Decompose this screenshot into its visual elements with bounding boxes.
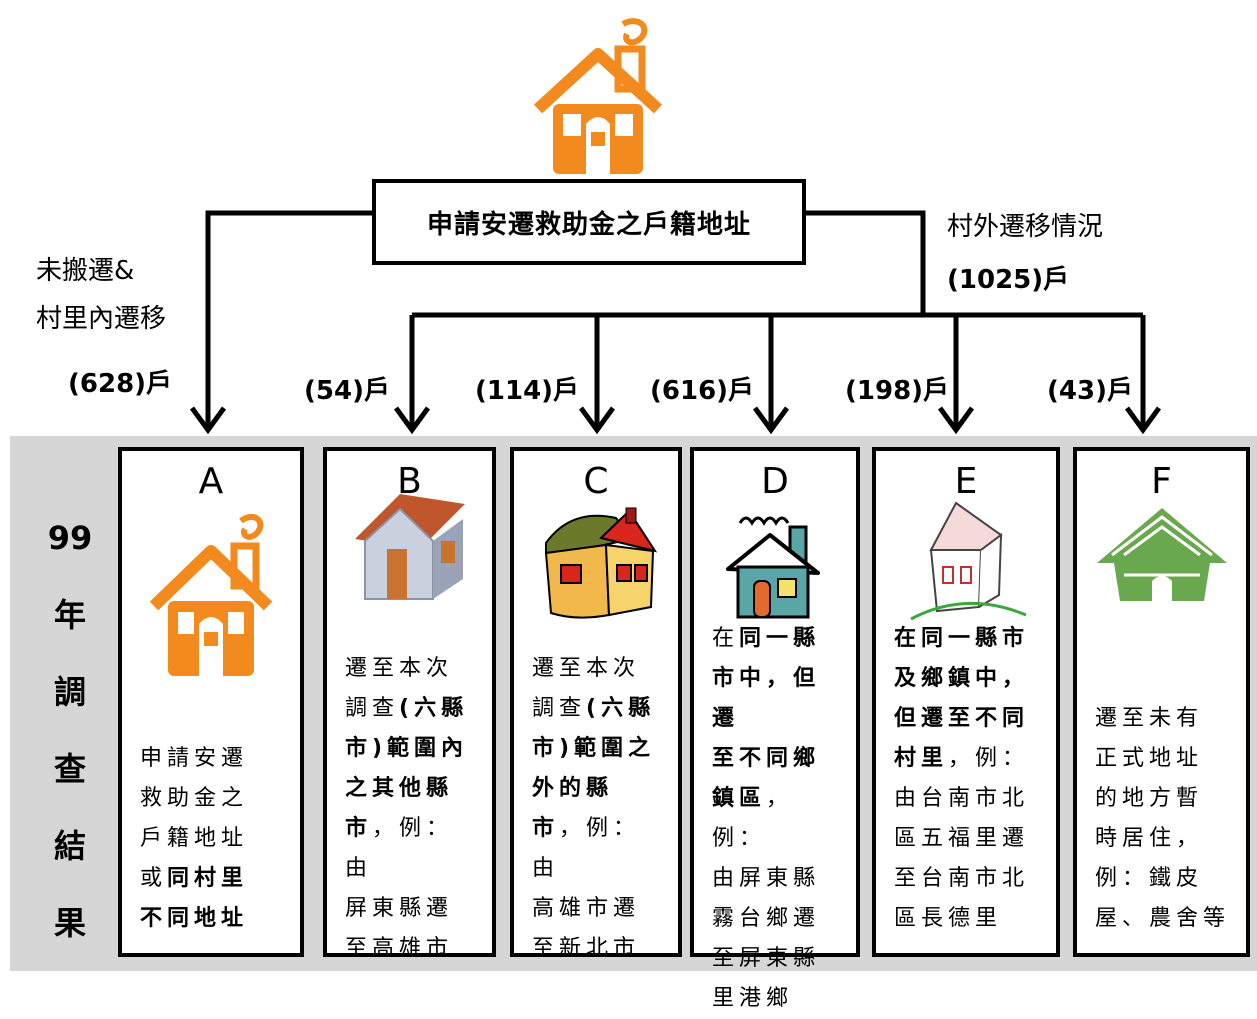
category-card-a: A 申請安遷 救助金之 戶籍地址 或同村里 不同地址 xyxy=(118,447,304,957)
right-branch-count: (1025)戶 xyxy=(947,265,1070,295)
year-label-char: 查 xyxy=(53,750,86,788)
year-label-char: 調 xyxy=(53,673,86,711)
year-label-char: 99 xyxy=(47,519,93,557)
card-description: 申請安遷 救助金之 戶籍地址 或同村里 不同地址 xyxy=(140,746,249,931)
category-card-d: D 在同一縣 市中，但遷 至不同鄉 鎮區，例： 由屏東縣 霧台鄉遷 至屏東縣 里… xyxy=(690,447,860,1011)
right-branch-label: 村外遷移情況 xyxy=(947,212,1104,242)
year-survey-label: 99 年 調 查 結 果 xyxy=(40,500,100,962)
left-branch-label-2: 村里內遷移 xyxy=(36,304,167,334)
card-description: 遷至本次 調查(六縣 市)範圍之 外的縣 市，例：由 高雄市遷 至新北市 xyxy=(532,656,656,961)
header-title-box: 申請安遷救助金之戶籍地址 xyxy=(372,179,806,265)
category-card-b: B 遷至本次 調查(六縣 市)範圍內 之其他縣 市，例：由 屏東縣遷 至高雄市 xyxy=(323,447,496,961)
card-letter: E xyxy=(954,461,978,502)
year-label-char: 結 xyxy=(53,827,86,865)
count-f: (43)戶 xyxy=(1047,376,1133,406)
card-letter: F xyxy=(1151,461,1172,502)
card-letter: A xyxy=(198,461,224,502)
sketch-house-icon xyxy=(876,495,1056,625)
top-orange-house-icon xyxy=(528,14,668,183)
card-letter: D xyxy=(761,461,789,502)
orange-house-icon xyxy=(122,506,300,681)
count-e: (198)戶 xyxy=(845,376,950,406)
left-branch-label-1: 未搬遷& xyxy=(36,256,135,286)
teal-house-icon xyxy=(694,509,856,619)
card-description: 遷至未有 正式地址 的地方暫 時居住， 例：鐵皮 屋、農舍等 xyxy=(1095,706,1231,931)
card-description: 遷至本次 調查(六縣 市)範圍內 之其他縣 市，例：由 屏東縣遷 至高雄市 xyxy=(345,656,469,961)
connector-lines xyxy=(189,210,1162,435)
green-hut-icon xyxy=(1077,503,1246,603)
category-card-e: E 在同一縣市 及鄉鎮中， 但遷至不同 村里，例： 由台南市北 區五福里遷 至台… xyxy=(872,447,1060,957)
count-d: (616)戶 xyxy=(650,376,755,406)
card-letter: C xyxy=(583,461,609,502)
cartoon-house-icon xyxy=(514,503,678,623)
category-card-f: F 遷至未有 正式地址 的地方暫 時居住， 例：鐵皮 屋、農舍等 xyxy=(1073,447,1250,957)
count-b: (54)戶 xyxy=(304,376,390,406)
card-description: 在同一縣 市中，但遷 至不同鄉 鎮區，例： 由屏東縣 霧台鄉遷 至屏東縣 里港鄉 xyxy=(712,626,821,1011)
card-description: 在同一縣市 及鄉鎮中， 但遷至不同 村里，例： 由台南市北 區五福里遷 至台南市… xyxy=(894,626,1030,931)
header-title: 申請安遷救助金之戶籍地址 xyxy=(426,209,751,240)
left-branch-count: (628)戶 xyxy=(68,369,173,399)
year-label-char: 年 xyxy=(53,596,86,634)
count-c: (114)戶 xyxy=(475,376,580,406)
grey-house-icon xyxy=(327,479,492,609)
category-card-c: C 遷至本次 調查(六縣 市)範圍之 外的縣 市，例：由 高雄市遷 至新北市 xyxy=(510,447,682,961)
year-label-char: 果 xyxy=(53,904,86,942)
